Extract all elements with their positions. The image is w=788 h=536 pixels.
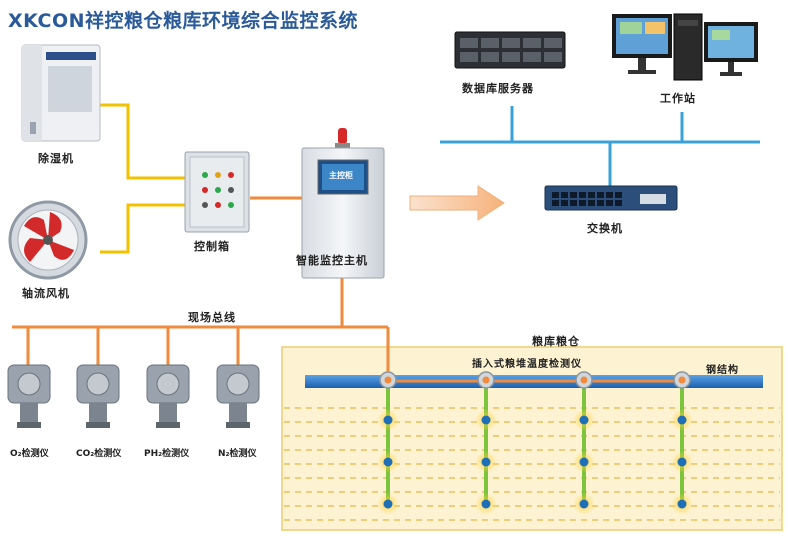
control-box-icon <box>184 151 250 233</box>
db-server-label: 数据库服务器 <box>462 82 534 95</box>
temperature-probe <box>475 371 497 515</box>
network-switch-icon <box>544 185 678 211</box>
field-bus-label: 现场总线 <box>188 311 236 324</box>
orange-links <box>12 196 390 372</box>
dehumidifier-label: 除湿机 <box>38 152 74 165</box>
detector-label-co2: CO₂检测仪 <box>76 449 122 459</box>
probe-label: 插入式粮堆温度检测仪 <box>472 359 582 370</box>
arrow-icon <box>409 185 505 221</box>
gas-detector-icon <box>7 364 51 428</box>
monitoring-host-icon <box>301 128 385 279</box>
gas-detector-icon <box>146 364 190 428</box>
control-box-label: 控制箱 <box>194 240 230 253</box>
network-links <box>440 106 760 186</box>
temperature-probe <box>671 371 693 515</box>
fan-label: 轴流风机 <box>22 287 70 300</box>
page-title: XKCON祥控粮仓粮库环境综合监控系统 <box>8 10 359 32</box>
dehumidifier-icon <box>21 44 101 142</box>
detector-label-n2: N₂检测仪 <box>218 449 257 459</box>
workstation-icon <box>612 13 758 81</box>
workstation-label: 工作站 <box>660 92 696 105</box>
detector-label-o2: O₂检测仪 <box>10 449 49 459</box>
temperature-probe <box>573 371 595 515</box>
gas-detector-icon <box>216 364 260 428</box>
steel-label: 钢结构 <box>706 365 739 376</box>
grain-dash-lines <box>284 407 780 521</box>
host-screen-label: 主控柜 <box>329 171 353 180</box>
yellow-links <box>100 103 185 254</box>
database-server-icon <box>454 31 566 69</box>
switch-label: 交换机 <box>587 222 623 235</box>
gas-detector-icon <box>76 364 120 428</box>
temperature-probe <box>377 371 399 515</box>
detector-label-ph2: PH₂检测仪 <box>144 449 190 459</box>
host-label: 智能监控主机 <box>296 254 368 267</box>
axial-fan-icon <box>8 200 88 280</box>
granary-label: 粮库粮仓 <box>532 335 580 348</box>
